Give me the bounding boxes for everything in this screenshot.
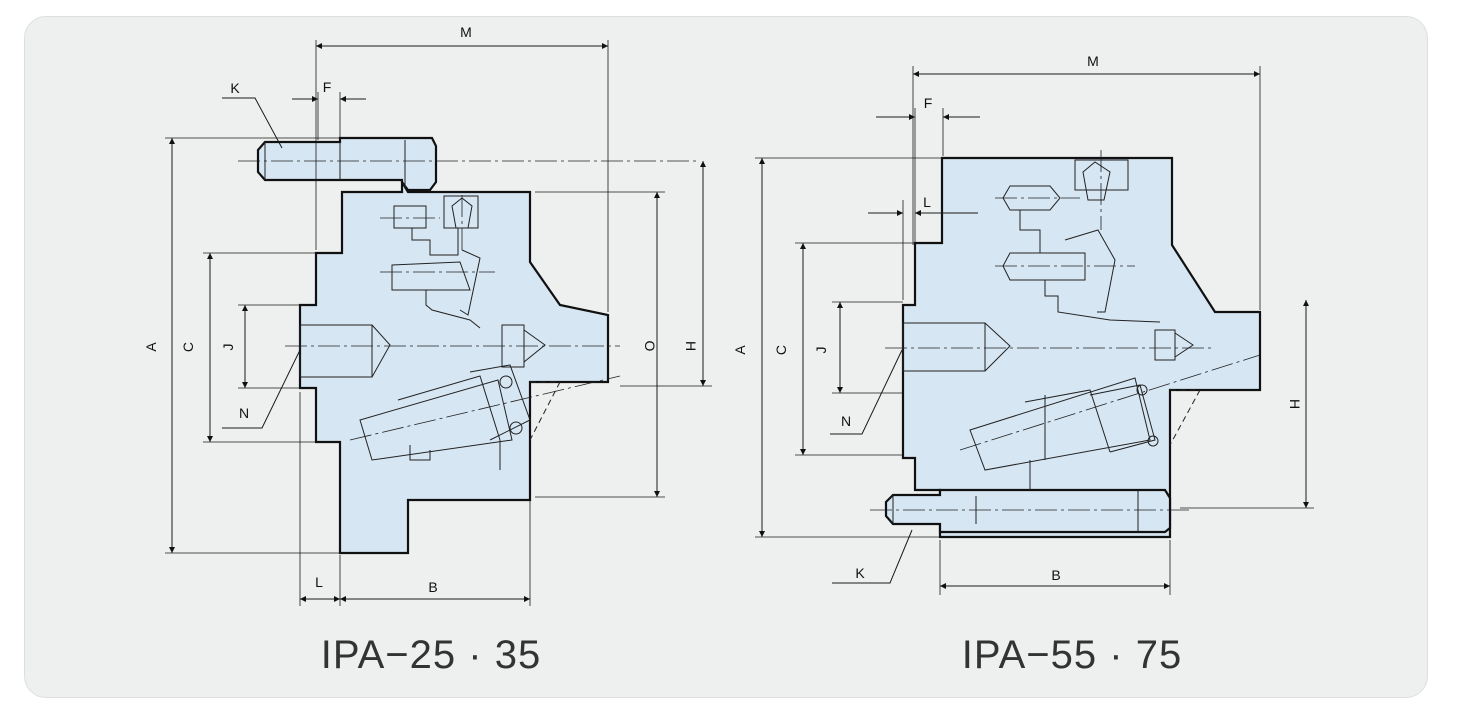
label-k: K [855, 565, 865, 581]
label-m: M [460, 24, 472, 40]
body-outline-right [901, 156, 1262, 539]
label-l: L [315, 574, 323, 590]
label-f: F [323, 79, 332, 95]
body-outline-left [298, 178, 610, 555]
label-h: H [683, 341, 699, 351]
bolt-bottom-right [884, 488, 1172, 534]
label-j: J [220, 344, 236, 351]
caption-right: IPA−55 · 75 [962, 633, 1182, 677]
label-j: J [813, 347, 829, 354]
label-l: L [923, 194, 931, 210]
label-b: B [1051, 567, 1060, 583]
label-a: A [143, 342, 159, 352]
label-k: K [230, 80, 240, 96]
label-h: H [1287, 399, 1303, 409]
bolt-top-left [256, 136, 438, 192]
label-m: M [1087, 53, 1099, 69]
label-b: B [428, 579, 437, 595]
label-c: C [773, 345, 789, 355]
label-c: C [180, 342, 196, 352]
figure-ipa-25-35: M K F A C J N O H L B IPA−25 · 35 [143, 24, 712, 677]
caption-left: IPA−25 · 35 [321, 633, 541, 677]
label-a: A [732, 345, 748, 355]
label-f: F [924, 95, 933, 111]
figure-ipa-55-75: M F L A C J N H K B IPA−55 · 75 [732, 53, 1314, 677]
label-n: N [239, 405, 249, 421]
label-n: N [841, 413, 851, 429]
label-o: O [642, 341, 658, 352]
